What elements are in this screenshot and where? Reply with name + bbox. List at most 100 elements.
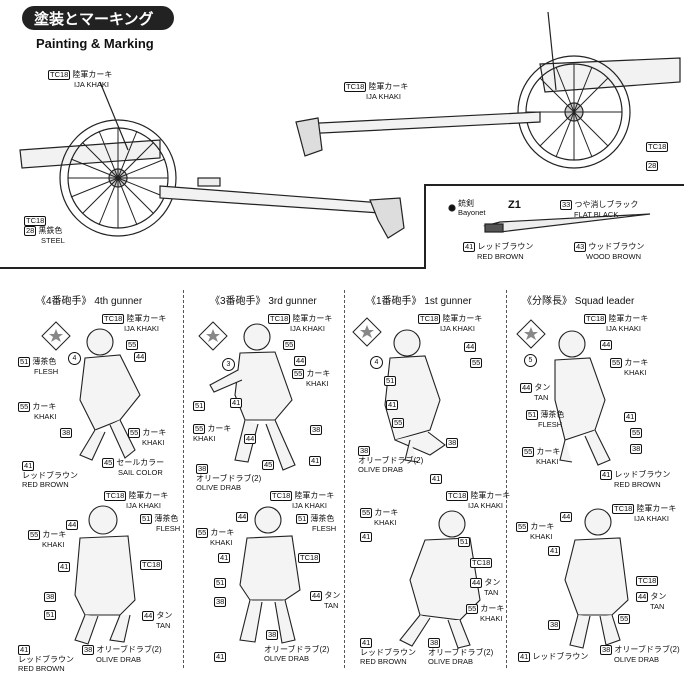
section-header: 塗装とマーキング — [22, 6, 174, 30]
code-44: 44 — [600, 340, 613, 350]
code-45: 45 — [262, 460, 275, 470]
bayonet-part-number: Z1 — [508, 199, 521, 211]
code-55: 55 — [126, 340, 139, 350]
code-44: 44 — [134, 352, 147, 362]
code-41-b: 41 — [58, 562, 71, 572]
badge-4: 4 — [370, 356, 383, 369]
label-olive-drab-b: オリーブドラブ(2)OLIVE DRAB — [264, 645, 330, 663]
code-41-b: 41 — [360, 532, 373, 542]
badge-3: 3 — [222, 358, 235, 371]
code-38-b: 38 — [44, 592, 57, 602]
code-38: 38 — [630, 444, 643, 454]
code-55: 55 — [630, 428, 643, 438]
code-38-b: 38 — [214, 597, 227, 607]
code-44: 44 — [294, 356, 307, 366]
figure-squad-leader-back — [564, 508, 629, 649]
code-41-b: 41 — [548, 546, 561, 556]
section-title: 塗装とマーキング — [34, 10, 154, 28]
column-divider — [344, 290, 345, 668]
code-51: 51 — [384, 376, 397, 386]
cannon-right-drawing — [295, 11, 681, 169]
code-tc18-b: TC18 — [470, 558, 493, 568]
badge-5: 5 — [524, 354, 537, 367]
code-38: 38 — [446, 438, 459, 448]
code-55: 55 — [283, 340, 296, 350]
code-tc18-b: TC18 — [636, 576, 659, 586]
code-44-2: 44 — [244, 434, 257, 444]
code-55: 55 — [470, 358, 483, 368]
code-55-b: 55 — [618, 614, 631, 624]
code-41-b: 41 — [218, 553, 231, 563]
figure-4th-gunner-front — [79, 328, 141, 461]
code-41: 41 — [230, 398, 243, 408]
code-51-b: 51 — [214, 578, 227, 588]
code-44: 44 — [464, 342, 477, 352]
code-55-2: 55 — [392, 418, 405, 428]
figure-squad-leader-front — [554, 330, 611, 466]
code-44-b: 44 — [560, 512, 573, 522]
figure-1st-gunner-back — [399, 510, 481, 649]
figure-3rd-gunner-back — [239, 506, 301, 644]
code-41: 41 — [624, 412, 637, 422]
code-41-2: 41 — [430, 474, 443, 484]
label-cannon-right-codes: TC18 28 — [646, 142, 669, 171]
section-subtitle: Painting & Marking — [36, 36, 154, 51]
code-44-b: 44 — [236, 512, 249, 522]
code-tc18-b: TC18 — [140, 560, 163, 570]
code-38-c: 38 — [266, 630, 279, 640]
code-38-b: 38 — [548, 620, 561, 630]
code-38: 38 — [310, 425, 323, 435]
code-51-b: 51 — [44, 610, 57, 620]
code-38: 38 — [60, 428, 73, 438]
section-squad-leader: 《分隊長》 Squad leader — [522, 296, 635, 307]
figure-4th-gunner-back — [74, 505, 136, 645]
cannon-left-drawing — [19, 81, 405, 239]
code-51-b: 51 — [458, 537, 471, 547]
code-41: 41 — [386, 400, 399, 410]
code-41-c: 41 — [214, 652, 227, 662]
column-divider — [506, 290, 507, 668]
section-1st-gunner: 《1番砲手》 1st gunner — [366, 296, 472, 307]
code-44-b: 44 — [66, 520, 79, 530]
